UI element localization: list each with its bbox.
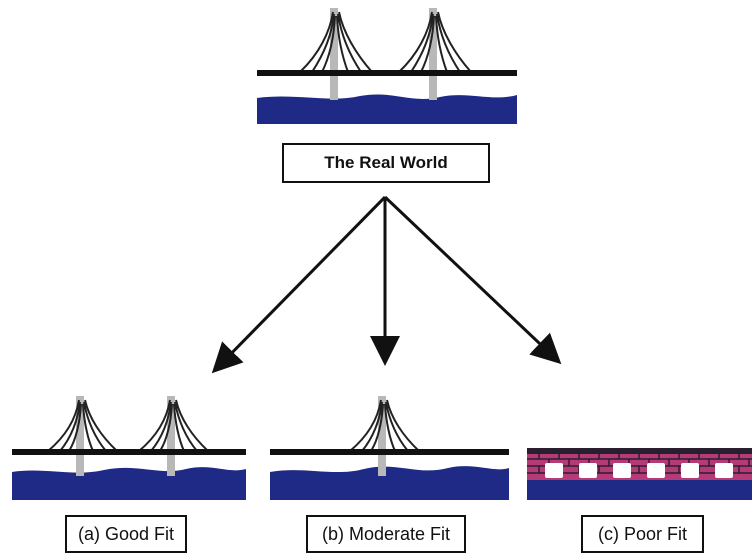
moderate-fit-label: (b) Moderate Fit <box>321 523 451 544</box>
moderate-fit-bridge-illustration <box>270 396 509 500</box>
moderate-fit-pylon <box>378 396 386 476</box>
poor-fit-water <box>527 473 752 500</box>
poor-fit-arch-opening-1 <box>545 463 563 478</box>
good-fit-label: (a) Good Fit <box>77 523 175 544</box>
poor-fit-bridge-illustration <box>527 448 752 500</box>
moderate-fit-deck <box>270 449 509 455</box>
arrow-to-poor-fit <box>383 195 562 365</box>
real-world-pylon-left <box>330 8 338 100</box>
good-fit-pylon-right <box>167 396 175 476</box>
good-fit-cables <box>47 399 209 452</box>
real-world-cables <box>299 11 472 73</box>
poor-fit-arch-opening-5 <box>681 463 699 478</box>
moderate-fit-water <box>270 466 509 500</box>
real-world-deck <box>257 70 517 76</box>
poor-fit-arch-opening-6 <box>715 463 733 478</box>
good-fit-deck <box>12 449 246 455</box>
good-fit-water <box>12 467 246 500</box>
moderate-fit-label-box: (b) Moderate Fit <box>306 515 466 553</box>
good-fit-bridge-illustration <box>12 396 246 500</box>
poor-fit-label: (c) Poor Fit <box>597 523 687 544</box>
real-world-pylon-right <box>429 8 437 100</box>
arrow-to-good-fit <box>211 195 387 374</box>
good-fit-label-box: (a) Good Fit <box>65 515 187 553</box>
poor-fit-arch-opening-4 <box>647 463 665 478</box>
poor-fit-mortar-lines <box>527 452 752 474</box>
real-world-label-box: The Real World <box>282 143 490 183</box>
poor-fit-arch-opening-2 <box>579 463 597 478</box>
poor-fit-label-box: (c) Poor Fit <box>581 515 704 553</box>
real-world-water <box>257 94 517 124</box>
moderate-fit-cables <box>349 399 420 452</box>
real-world-label: The Real World <box>324 153 448 172</box>
real-world-bridge-illustration <box>257 8 517 124</box>
poor-fit-deck <box>527 448 752 454</box>
good-fit-pylon-left <box>76 396 84 476</box>
poor-fit-arch-opening-3 <box>613 463 631 478</box>
